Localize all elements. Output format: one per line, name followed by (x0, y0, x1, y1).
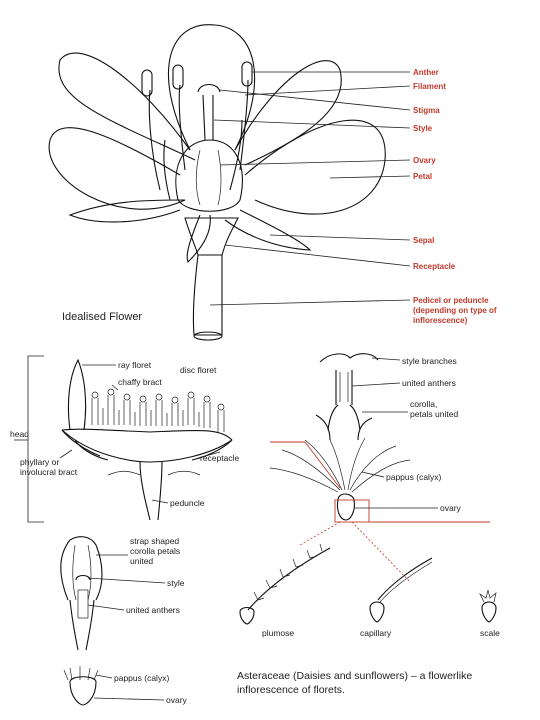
label-ray-style: style (167, 578, 185, 588)
caption-line-2: inflorescence of florets. (237, 684, 345, 696)
label-ray-ovary: ovary (166, 695, 188, 705)
ray-floret-leader-lines (87, 554, 166, 701)
label-style-branches: style branches (402, 356, 457, 366)
label-chaffy-bract: chaffy bract (118, 377, 162, 387)
label-disc-ovary: ovary (440, 503, 462, 513)
label-corolla-2: petals united (410, 409, 458, 419)
label-ray-floret: ray floret (118, 360, 152, 370)
label-filament: Filament (413, 82, 446, 91)
label-head: head (10, 429, 29, 439)
label-pedicel-1: Pedicel or peduncle (413, 296, 489, 305)
label-ovary: Ovary (413, 156, 436, 165)
label-pedicel-2: (depending on type of (413, 306, 497, 315)
label-phyllary-1: phyllary or (20, 457, 59, 467)
disc-floret-red-lines (270, 441, 490, 583)
ray-floret-labels: strap shaped corolla petals united style… (114, 536, 188, 705)
flower-caption: Idealised Flower (62, 311, 142, 323)
label-strap-2: corolla petals (130, 546, 180, 556)
label-united-anthers: united anthers (402, 378, 456, 388)
label-strap-1: strap shaped (130, 536, 179, 546)
label-disc-floret: disc floret (180, 365, 217, 375)
head-labels: ray floret disc floret chaffy bract phyl… (20, 360, 239, 508)
label-peduncle: peduncle (170, 498, 205, 508)
label-ray-anthers: united anthers (126, 605, 180, 615)
disc-floret-leader-lines (351, 357, 438, 509)
label-ray-pappus: pappus (calyx) (114, 673, 169, 683)
ray-floret-drawing (60, 536, 103, 706)
label-anther: Anther (413, 68, 439, 77)
label-plumose: plumose (262, 628, 294, 638)
disc-floret-drawing (269, 353, 411, 521)
label-scale: scale (480, 628, 500, 638)
caption-line-1: Asteraceae (Daisies and sunflowers) – a … (237, 670, 472, 682)
flower-labels: Anther Filament Stigma Style Ovary Petal… (413, 68, 497, 325)
flower-head-drawing (61, 358, 233, 521)
label-corolla-1: corolla, (410, 399, 437, 409)
label-head-receptacle: receptacle (200, 453, 239, 463)
label-pedicel-3: inflorescence) (413, 316, 468, 325)
label-strap-3: united (130, 556, 153, 566)
pappus-scale-drawing (479, 589, 497, 623)
label-receptacle: Receptacle (413, 262, 456, 271)
pappus-labels: plumose capillary scale (262, 628, 500, 638)
label-disc-pappus: pappus (calyx) (386, 472, 441, 482)
disc-floret-labels: style branches united anthers corolla, p… (386, 356, 462, 513)
label-sepal: Sepal (413, 236, 434, 245)
label-stigma: Stigma (413, 106, 440, 115)
head-bracket (14, 355, 44, 523)
head-leader-lines (59, 364, 221, 504)
label-capillary: capillary (360, 628, 392, 638)
label-petal: Petal (413, 172, 432, 181)
label-style: Style (413, 124, 433, 133)
idealised-flower-drawing (48, 24, 386, 341)
pappus-capillary-drawing (369, 557, 433, 623)
flower-leader-lines (209, 71, 411, 306)
label-phyllary-2: involucral bract (20, 467, 78, 477)
pappus-plumose-drawing (239, 543, 331, 625)
